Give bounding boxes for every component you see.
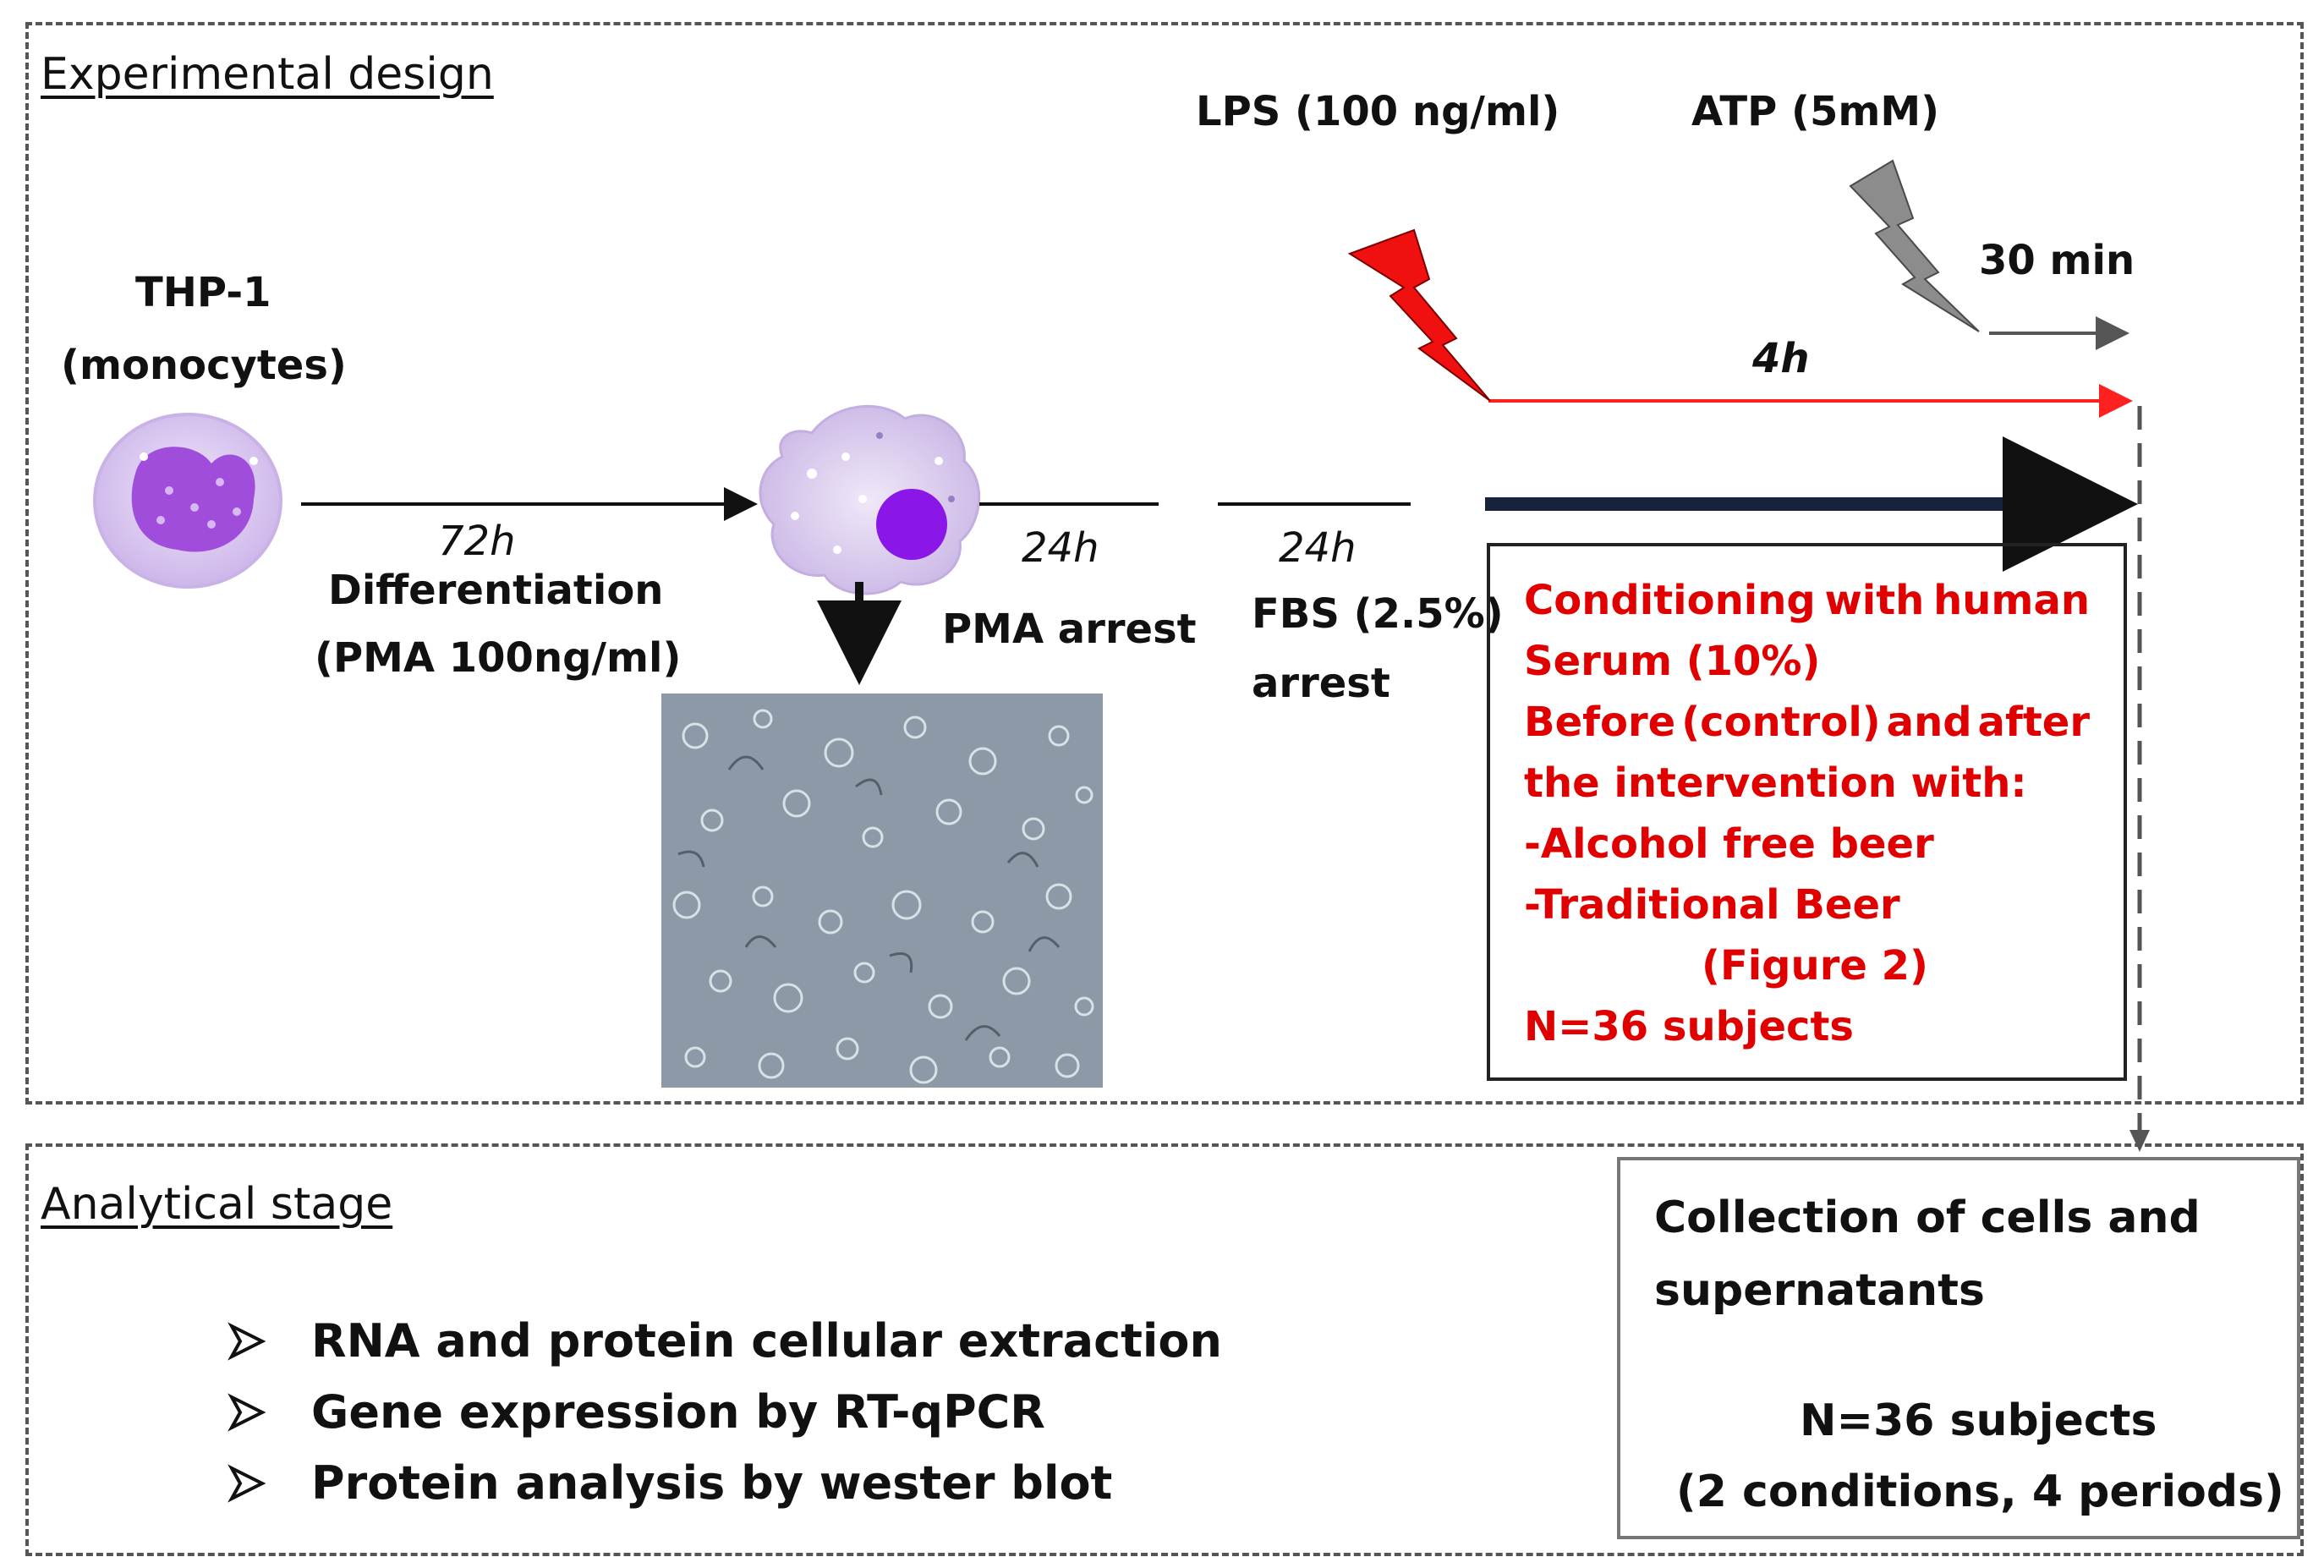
time-24h-fbs-label: 24h — [1279, 524, 1357, 572]
arrowhead-bullet-icon — [227, 1321, 266, 1361]
pma-arrest-label: PMA arrest — [942, 606, 1197, 653]
experimental-design-panel — [25, 22, 2304, 1105]
list-item: Protein analysis by wester blot — [227, 1456, 1112, 1510]
collection-arrowhead — [2129, 1130, 2150, 1152]
fbs-label: FBS (2.5%) — [1252, 590, 1504, 638]
conditioning-line-2: Serum (10%) — [1524, 638, 1821, 685]
fbs-arrest-label: arrest — [1252, 660, 1390, 707]
microscope-image — [661, 694, 1103, 1088]
collection-line-2: supernatants — [1654, 1265, 1985, 1316]
pma-concentration-label: (PMA 100ng/ml) — [315, 634, 682, 682]
arrowhead-bullet-icon — [227, 1463, 266, 1503]
time-4h-label: 4h — [1752, 335, 1810, 382]
analytical-stage-heading: Analytical stage — [41, 1179, 393, 1230]
experimental-design-heading: Experimental design — [41, 49, 494, 100]
conditioning-line-5: -Alcohol free beer — [1524, 820, 1934, 868]
atp-lightning-icon — [1849, 159, 1980, 332]
time-24h-pma-label: 24h — [1022, 524, 1099, 572]
analytical-stage-panel — [25, 1143, 2304, 1556]
conditioning-line-8: N=36 subjects — [1524, 1003, 1854, 1050]
conditioning-line-1: Conditioning with human — [1524, 577, 2090, 624]
arrowhead-bullet-icon — [227, 1392, 266, 1432]
differentiation-label: Differentiation — [328, 567, 664, 614]
list-item: RNA and protein cellular extraction — [227, 1314, 1222, 1368]
conditioning-line-4: the intervention with: — [1524, 759, 2027, 807]
time-30min-label: 30 min — [1979, 237, 2135, 284]
list-item: Gene expression by RT-qPCR — [227, 1385, 1045, 1439]
atp-label: ATP (5mM) — [1691, 88, 1940, 135]
lps-label: LPS (100 ng/ml) — [1196, 88, 1560, 135]
thp1-subtitle: (monocytes) — [61, 342, 347, 389]
collection-box: Collection of cells and supernatants N=3… — [1617, 1157, 2300, 1539]
collection-conditions: (2 conditions, 4 periods) — [1676, 1467, 2284, 1517]
time-72h-label: 72h — [438, 518, 516, 565]
conditioning-line-7: (Figure 2) — [1702, 942, 1928, 990]
collection-subjects: N=36 subjects — [1800, 1395, 2157, 1446]
thp1-title: THP-1 — [135, 269, 271, 316]
monocyte-cell-icon — [93, 413, 282, 589]
collection-line-1: Collection of cells and — [1654, 1192, 2201, 1243]
conditioning-line-3: Before (control) and after — [1524, 699, 2090, 746]
conditioning-box: Conditioning with human Serum (10%) Befo… — [1487, 543, 2127, 1081]
conditioning-line-6: -Traditional Beer — [1524, 881, 1900, 929]
lps-lightning-icon — [1347, 228, 1491, 402]
macrophage-cell-icon — [759, 404, 981, 595]
